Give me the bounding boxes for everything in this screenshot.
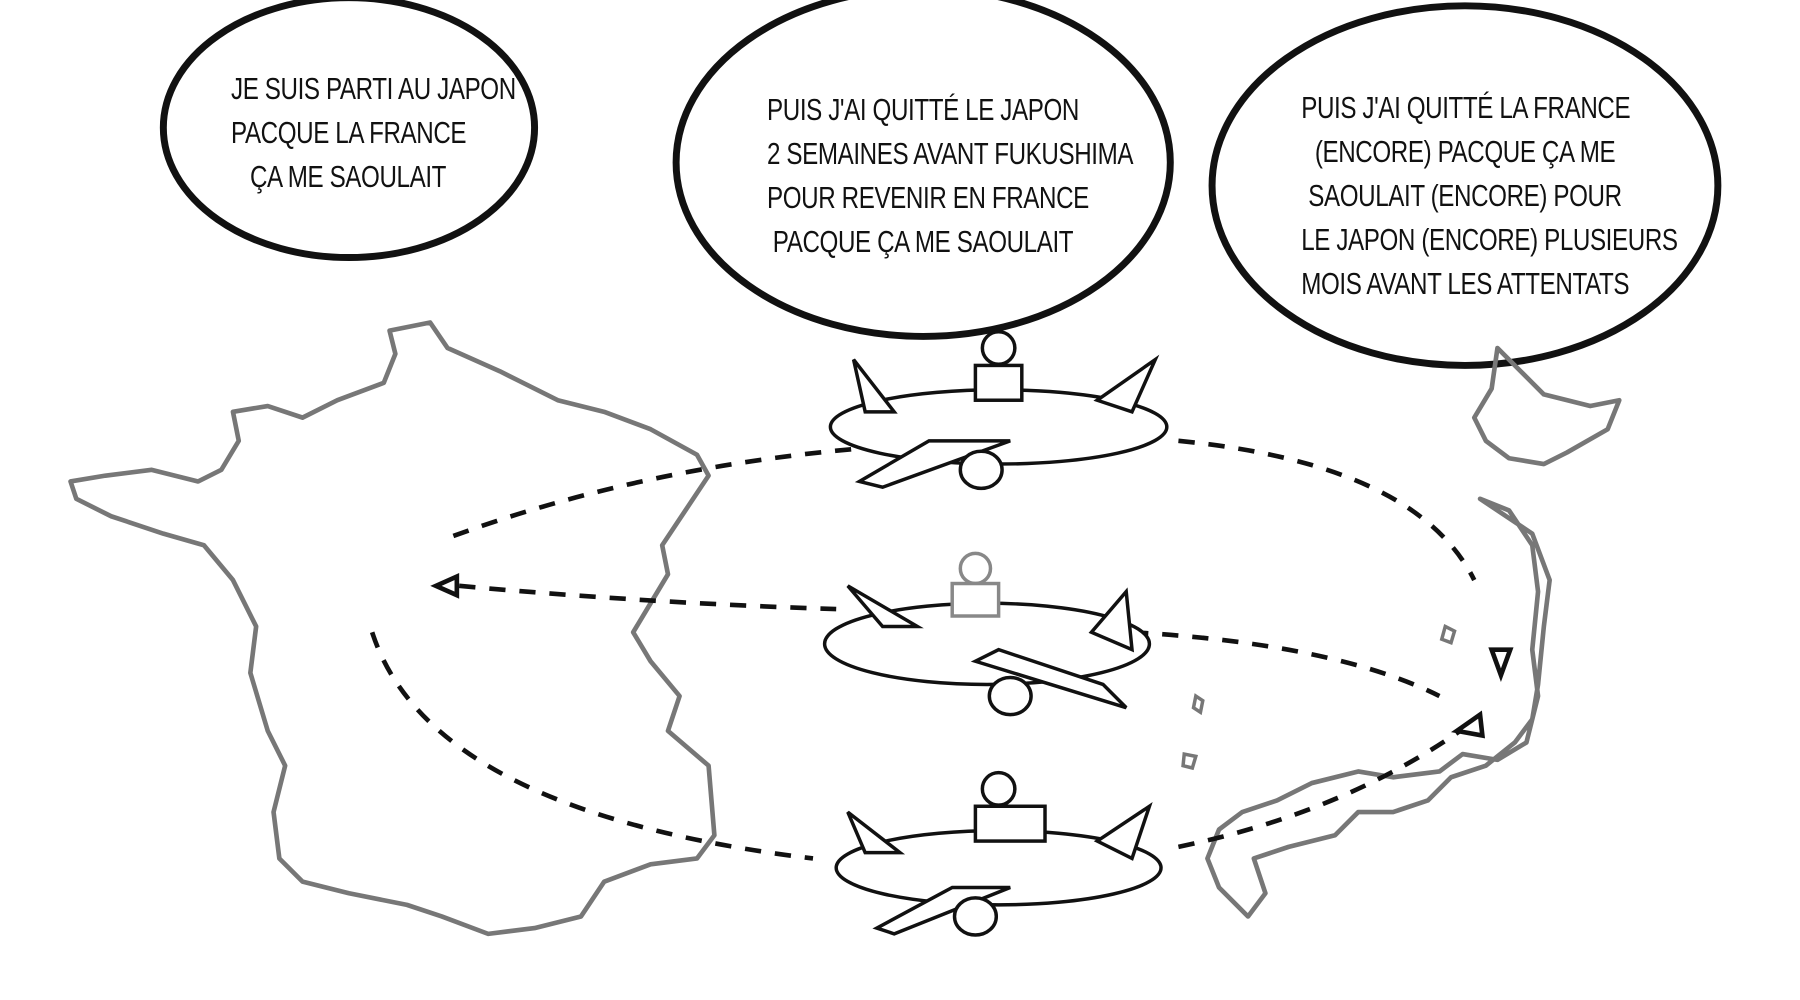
speech-bubble-2 xyxy=(672,0,1174,340)
flight-path-middle xyxy=(458,583,1441,699)
speech-bubble-1 xyxy=(159,0,538,261)
france-map xyxy=(68,320,717,937)
arrow-head-japan-2 xyxy=(1450,710,1486,739)
bubble-line: LE JAPON (ENCORE) PLUSIEURS xyxy=(1301,222,1678,257)
speech-bubble-1-text: JE SUIS PARTI AU JAPON PACQUE LA FRANCE … xyxy=(231,67,516,199)
flight-path-top xyxy=(452,438,1477,582)
arrow-head-france xyxy=(430,572,460,599)
speech-bubble-2-text: PUIS J'AI QUITTÉ LE JAPON 2 SEMAINES AVA… xyxy=(767,88,1134,264)
flight-path-bottom xyxy=(369,631,1470,861)
bubble-line: POUR REVENIR EN FRANCE xyxy=(767,180,1089,215)
flight-paths xyxy=(369,438,1477,861)
japan-map xyxy=(1205,345,1622,919)
plane-middle xyxy=(822,551,1152,717)
bubble-line: PUIS J'AI QUITTÉ LA FRANCE xyxy=(1301,90,1631,125)
bubble-line: PACQUE LA FRANCE xyxy=(231,115,467,150)
plane-top xyxy=(828,330,1169,491)
bubble-line: JE SUIS PARTI AU JAPON xyxy=(231,71,516,106)
island xyxy=(1181,623,1457,771)
bubble-line: ÇA ME SAOULAIT xyxy=(249,159,447,194)
bubble-line: PACQUE ÇA ME SAOULAIT xyxy=(772,224,1074,259)
bubble-line: PUIS J'AI QUITTÉ LE JAPON xyxy=(767,92,1079,127)
arrow-head-japan-1 xyxy=(1488,647,1514,682)
speech-bubble-3-text: PUIS J'AI QUITTÉ LA FRANCE (ENCORE) PACQ… xyxy=(1301,86,1678,306)
bubble-line: 2 SEMAINES AVANT FUKUSHIMA xyxy=(767,136,1134,171)
bubble-line: (ENCORE) PACQUE ÇA ME xyxy=(1314,134,1616,169)
speech-bubble-3 xyxy=(1208,2,1722,369)
bubble-line: MOIS AVANT LES ATTENTATS xyxy=(1301,266,1630,301)
bubble-line: SAOULAIT (ENCORE) POUR xyxy=(1308,178,1622,213)
plane-bottom xyxy=(834,770,1163,937)
